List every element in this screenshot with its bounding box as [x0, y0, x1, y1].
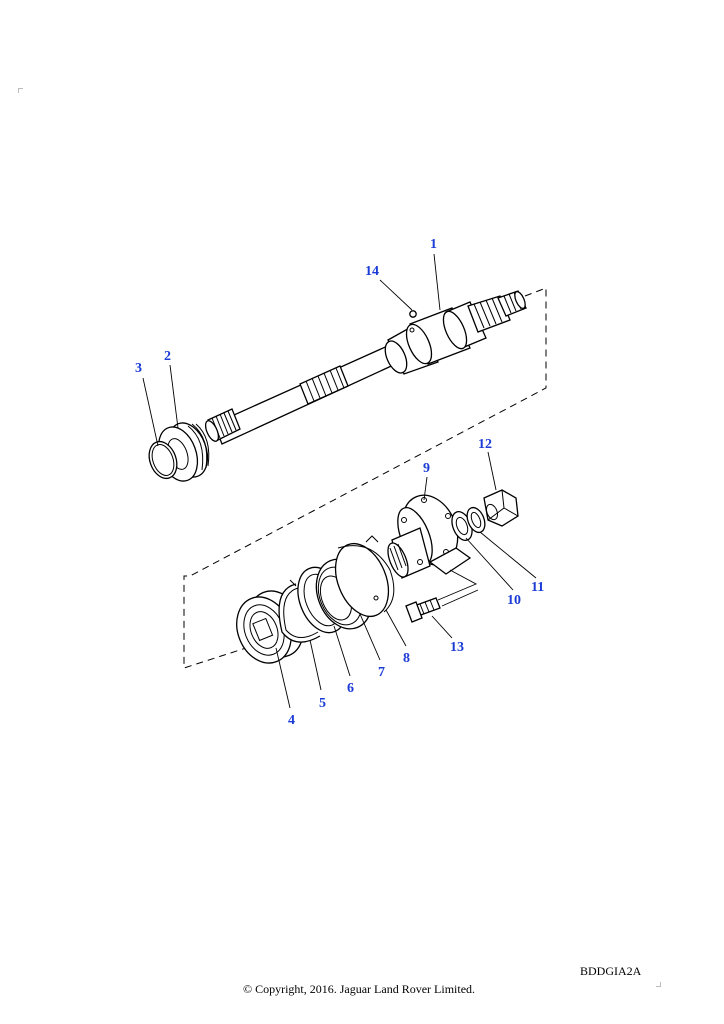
- callout-12: 12: [478, 437, 492, 452]
- part-11-seal-ring: [466, 506, 486, 534]
- leader-lines: [142, 253, 537, 709]
- callout-14: 14: [365, 264, 379, 279]
- part-8-dust-shield: [334, 535, 395, 618]
- crop-mark-bottom-right: [656, 982, 661, 987]
- part-3-circlip: [148, 440, 178, 480]
- callout-6: 6: [347, 681, 354, 696]
- callout-5: 5: [319, 696, 326, 711]
- callout-3: 3: [135, 361, 142, 376]
- part-1-output-shaft: [204, 290, 527, 445]
- callout-1: 1: [430, 237, 437, 252]
- crop-mark-top-left: [18, 88, 23, 93]
- callout-2: 2: [164, 349, 171, 364]
- copyright-notice: © Copyright, 2016. Jaguar Land Rover Lim…: [242, 982, 476, 996]
- callout-7: 7: [378, 665, 385, 680]
- part-9-drive-flange: [387, 494, 472, 579]
- callout-9: 9: [423, 461, 430, 476]
- callout-10: 10: [507, 593, 521, 608]
- callout-11: 11: [531, 580, 544, 595]
- part-13-bolt: [405, 597, 441, 623]
- part-14-ball: [409, 310, 417, 318]
- diagram-reference-code: BDDGIA2A: [580, 964, 642, 978]
- callout-8: 8: [403, 651, 410, 666]
- part-4-bearing: [236, 590, 304, 664]
- callout-4: 4: [288, 713, 295, 728]
- bolt-leader-lines: [437, 569, 479, 607]
- part-12-nut: [483, 489, 519, 527]
- callout-13: 13: [450, 640, 464, 655]
- part-5-circlip: [278, 579, 321, 643]
